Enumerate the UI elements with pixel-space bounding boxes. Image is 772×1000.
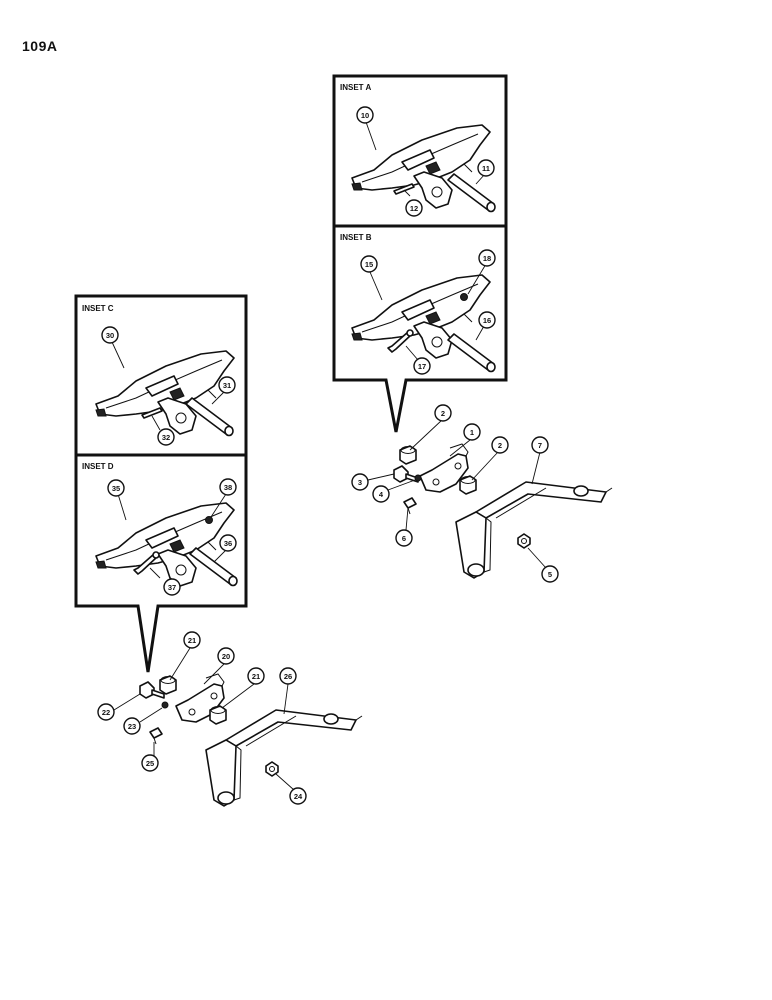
callout-2a: 2 [441,409,445,418]
callout-11: 11 [482,164,490,173]
callout-37: 37 [168,583,176,592]
inset-panel-ab [332,74,508,433]
callout-1: 1 [470,428,474,437]
callout-6: 6 [402,534,406,543]
callout-15: 15 [365,260,373,269]
right-bolt-3 [393,465,419,483]
callout-18: 18 [483,254,491,263]
callout-36: 36 [224,539,232,548]
callout-23: 23 [128,722,136,731]
left-nut-24 [265,761,279,777]
callout-38: 38 [224,483,232,492]
right-washer-4 [414,474,422,482]
callout-3: 3 [358,478,362,487]
callout-4: 4 [379,490,384,499]
callout-12: 12 [410,204,418,213]
callout-10: 10 [361,111,369,120]
inset-panel-cd [74,294,248,673]
callout-22: 22 [102,708,110,717]
page-number: 109A [22,38,58,54]
left-bushing-21a [159,675,177,695]
callout-26: 26 [284,672,292,681]
callout-21b: 21 [252,672,260,681]
callout-5: 5 [548,570,552,579]
inset-a-label: INSET A [340,83,371,92]
left-frame-26 [205,709,363,807]
left-screw-25 [149,727,163,745]
callout-25: 25 [146,759,154,768]
inset-d-label: INSET D [82,462,114,471]
inset-d-pin [189,547,238,587]
callout-20: 20 [222,652,230,661]
left-washer-23 [161,701,169,709]
inset-a-pin [447,173,496,213]
callout-7: 7 [538,441,542,450]
callout-21a: 21 [188,636,196,645]
leader-lines [111,121,547,791]
callout-32: 32 [162,433,170,442]
right-frame-7 [455,481,613,579]
callout-2b: 2 [498,441,502,450]
inset-b-label: INSET B [340,233,372,242]
callout-24: 24 [294,792,303,801]
right-screw-6 [403,497,417,515]
callout-35: 35 [112,484,120,493]
callout-31: 31 [223,381,231,390]
right-nut-5 [517,533,531,549]
callout-16: 16 [483,316,491,325]
inset-d-bracket [95,502,235,587]
left-bushing-21b [209,705,227,725]
callout-30: 30 [106,331,114,340]
inset-b-nut [460,293,468,301]
left-bolt-22 [139,681,165,699]
callout-17: 17 [418,362,426,371]
inset-c-label: INSET C [82,304,114,313]
inset-b-pin [447,333,496,373]
callouts: 10 11 12 15 18 16 17 30 31 32 35 38 36 3… [97,106,559,805]
inset-d-nut [205,516,213,524]
right-bushing-2a [399,445,417,465]
